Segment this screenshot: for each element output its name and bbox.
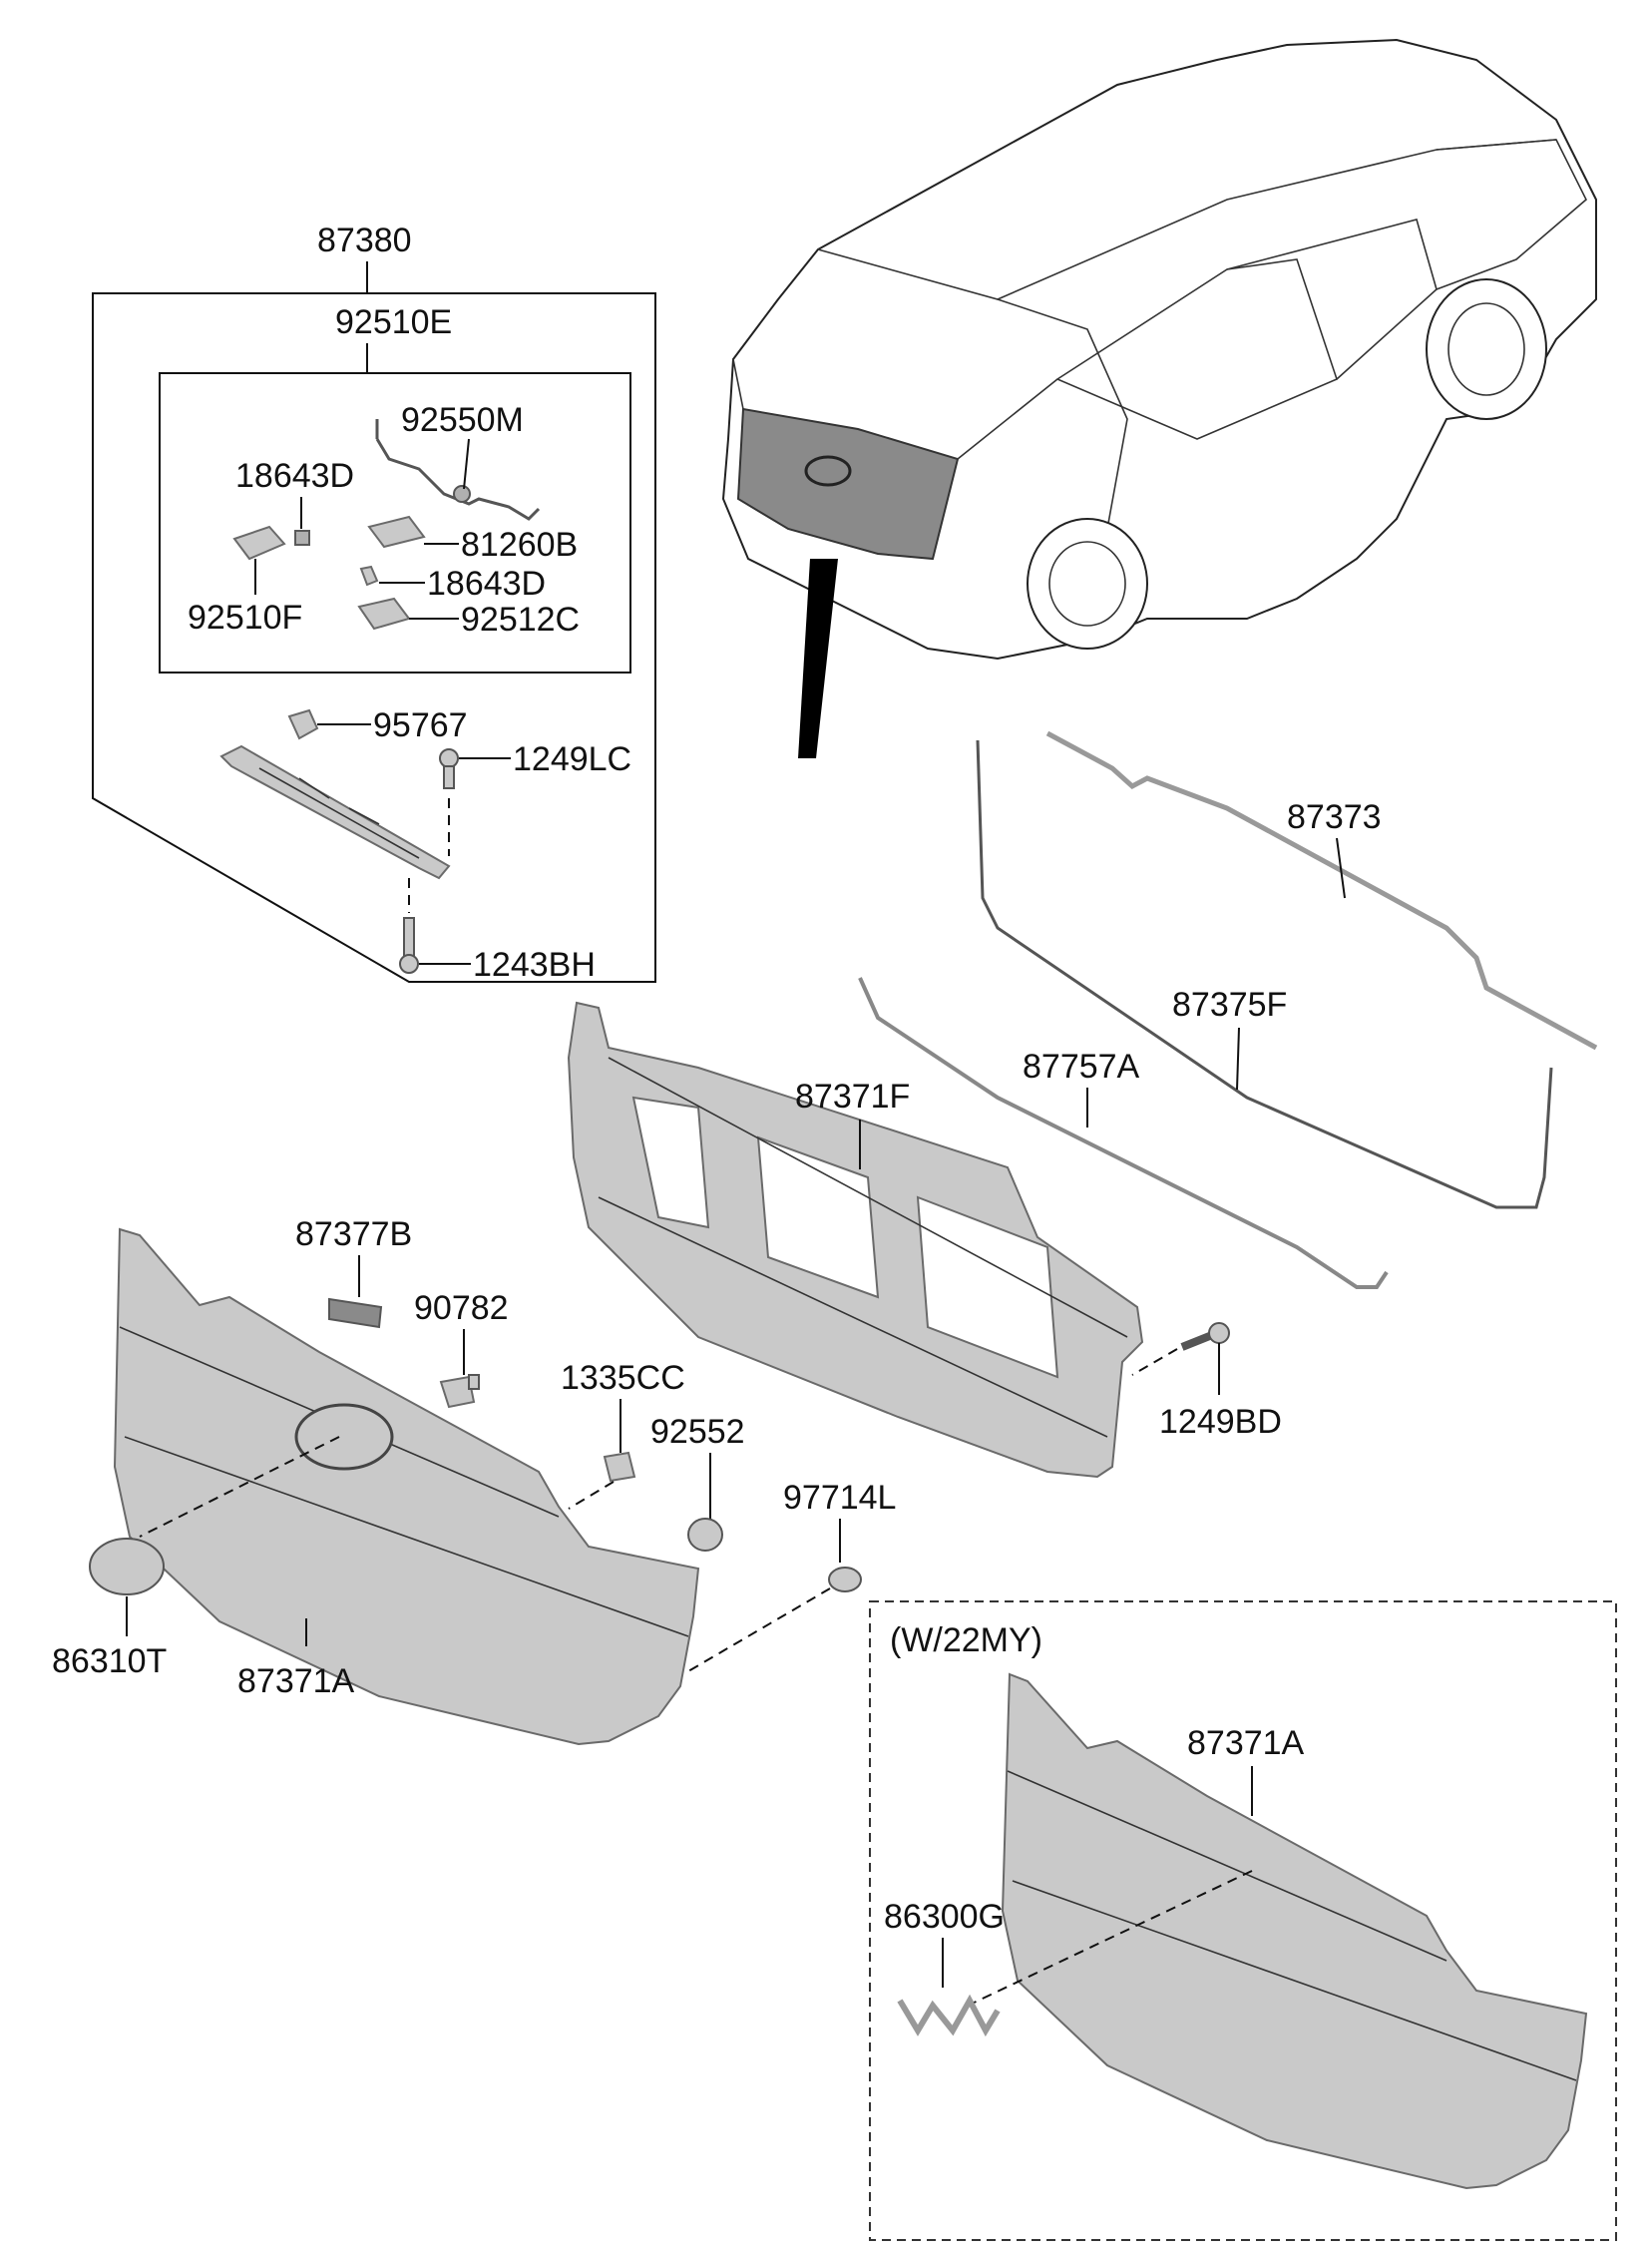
assembly-87380-group: 87380 92510E 92550M 18643D 92510F 81260B… [92, 222, 656, 984]
emblem-86310T-shape [89, 1538, 165, 1595]
label-87371A-variant: 87371A [1187, 1724, 1305, 1762]
label-87371F: 87371F [795, 1078, 910, 1116]
bracket-87371F-group: 87371F 1249BD [567, 1001, 1282, 1479]
label-87380: 87380 [317, 222, 412, 259]
label-87373: 87373 [1287, 798, 1382, 836]
label-86310T: 86310T [52, 1642, 167, 1680]
label-92552: 92552 [650, 1413, 745, 1451]
label-87375F: 87375F [1172, 986, 1287, 1024]
assembly-87380-box [92, 292, 656, 983]
variant-title: (W/22MY) [890, 1621, 1042, 1659]
label-1335CC: 1335CC [561, 1359, 685, 1397]
label-1249BD: 1249BD [1159, 1403, 1282, 1441]
variant-22my-group: (W/22MY) 87371A 86300G [869, 1600, 1617, 2241]
label-92550M: 92550M [401, 401, 524, 439]
label-92510F: 92510F [188, 599, 302, 637]
lamp-assy-92510E-box [159, 372, 631, 674]
label-87377B: 87377B [295, 1215, 412, 1253]
garnish-87371A-group: 86310T 87371A [52, 1227, 700, 1746]
label-92512C: 92512C [461, 601, 580, 639]
label-92510E: 92510E [335, 303, 452, 341]
label-87371A: 87371A [237, 1662, 355, 1700]
label-90782: 90782 [414, 1289, 509, 1327]
label-95767: 95767 [373, 706, 468, 744]
label-86300G: 86300G [884, 1898, 1005, 1936]
label-81260B: 81260B [461, 526, 578, 564]
label-97714L: 97714L [783, 1479, 896, 1517]
label-1249LC: 1249LC [513, 740, 631, 778]
vehicle-illustration [721, 38, 1597, 758]
label-1243BH: 1243BH [473, 946, 596, 984]
moldings-group: 87373 87375F 87757A [858, 730, 1598, 1289]
small-parts-group: 87377B 90782 1335CC 92552 97714L [295, 1215, 896, 1672]
variant-22my-box [869, 1600, 1617, 2241]
label-87757A: 87757A [1023, 1048, 1140, 1086]
label-18643D-b: 18643D [427, 565, 546, 603]
label-18643D-a: 18643D [235, 457, 354, 495]
